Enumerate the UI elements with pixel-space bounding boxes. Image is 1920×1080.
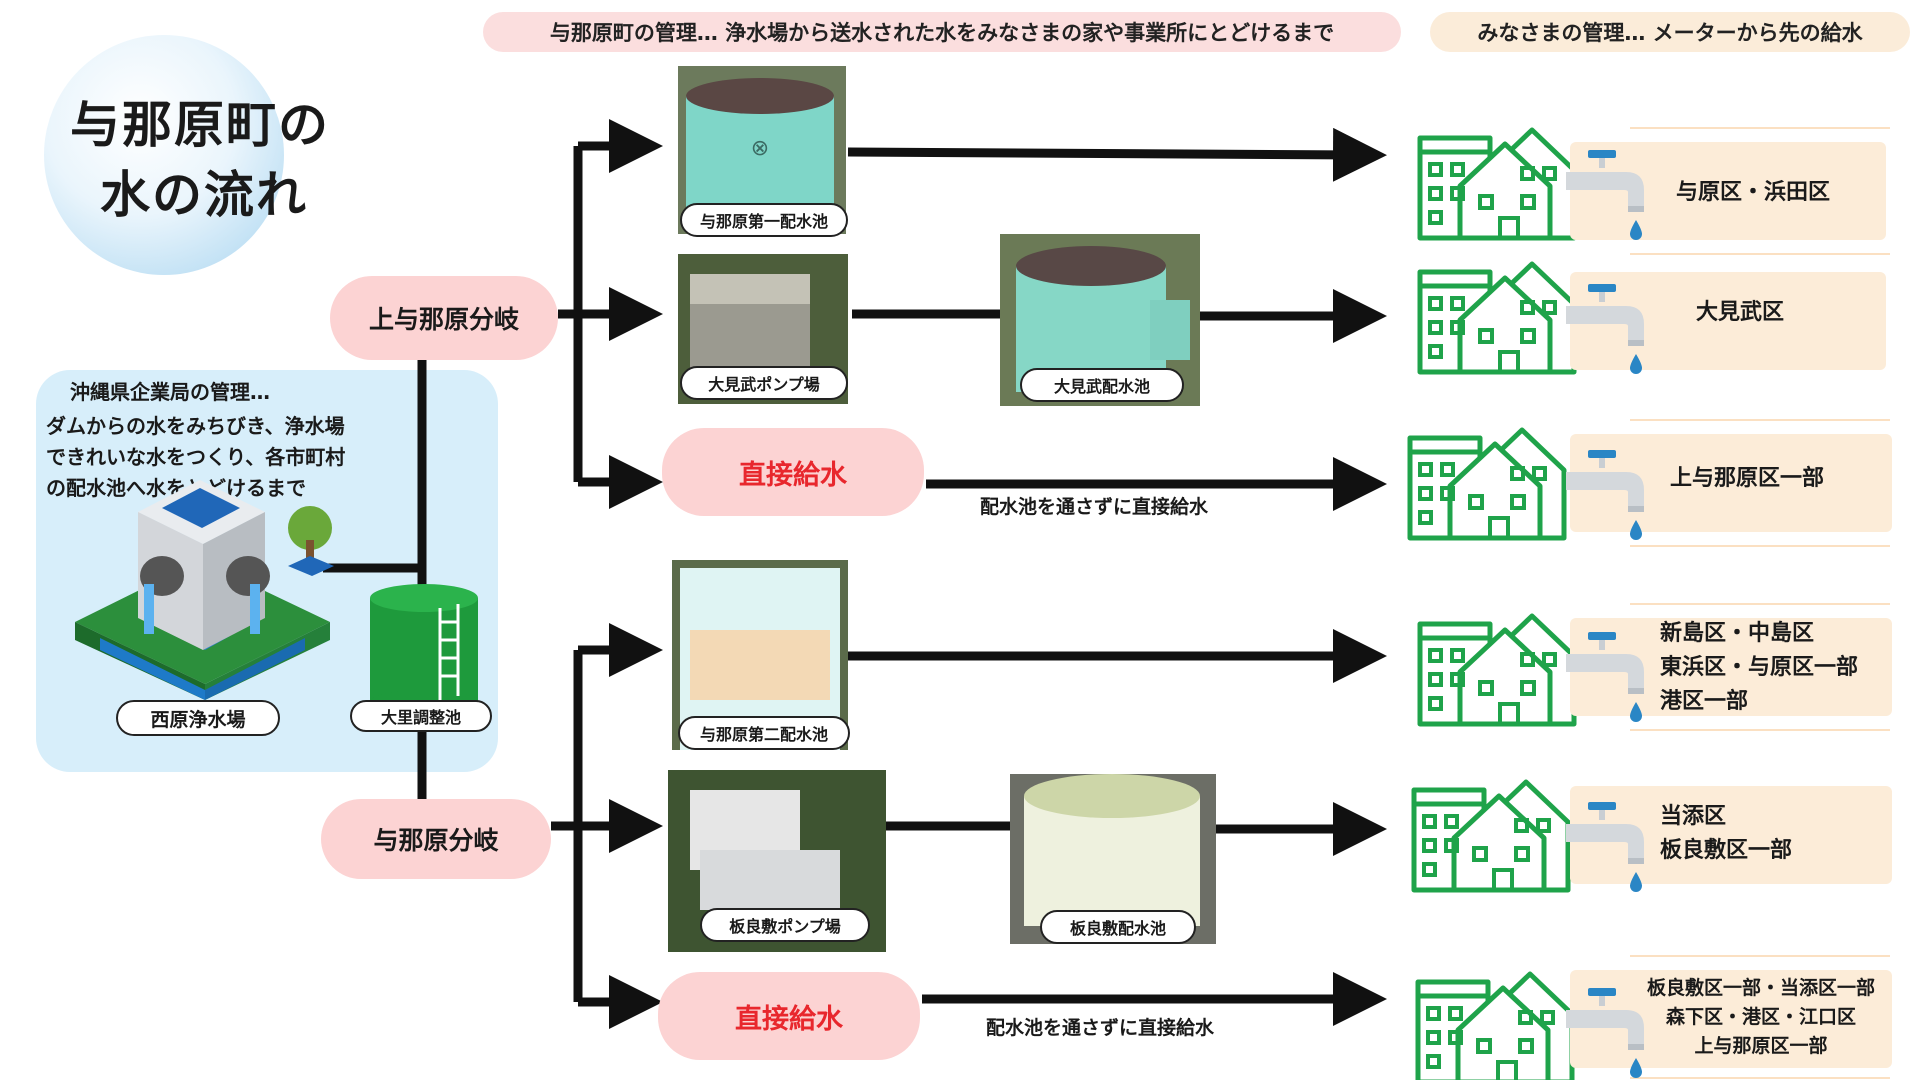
district-6-line-1: 板良敷区一部・当添区一部 <box>1646 977 1875 999</box>
district-5-line-2: 板良敷区一部 <box>1660 838 1793 863</box>
district-1: 与原区・浜田区 <box>1676 180 1831 205</box>
page-title-line-1: 与那原町の <box>70 95 330 154</box>
district-4-line-2: 東浜区・与原区一部 <box>1660 655 1859 680</box>
page-title-line-2: 水の流れ <box>100 165 308 224</box>
house-icon <box>1410 430 1564 538</box>
svg-text:⊗: ⊗ <box>751 136 769 161</box>
district-3: 上与那原区一部 <box>1670 466 1825 491</box>
omitake-reservoir-label: 大見武配水池 <box>1020 368 1184 402</box>
direct-supply-1: 直接給水 <box>662 428 924 516</box>
water-tank-icon <box>370 584 478 714</box>
purification-plant-icon <box>75 480 334 700</box>
house-icon <box>1420 264 1574 372</box>
enterprise-heading: 沖縄県企業局の管理… <box>70 380 270 404</box>
direct-note-2: 配水池を通さずに直接給水 <box>986 1017 1215 1039</box>
district-6-line-3: 上与那原区一部 <box>1694 1035 1828 1057</box>
district-2: 大見武区 <box>1696 300 1785 325</box>
omitake-pump-label: 大見武ポンプ場 <box>680 366 848 400</box>
title-bubble <box>44 35 284 275</box>
upper-branch: 上与那原分岐 <box>330 276 558 360</box>
itarashiki-reservoir-label: 板良敷配水池 <box>1040 910 1196 944</box>
plant-label: 西原浄水場 <box>116 700 280 736</box>
lower-branch: 与那原分岐 <box>321 799 551 879</box>
town-management-header: 与那原町の管理… 浄水場から送水された水をみなさまの家や事業所にとどけるまで <box>483 12 1401 52</box>
itarashiki-pump-label: 板良敷ポンプ場 <box>700 908 870 942</box>
direct-note-1: 配水池を通さずに直接給水 <box>980 496 1209 518</box>
yonabaru-1-label: 与那原第一配水池 <box>680 203 848 237</box>
district-6-line-2: 森下区・港区・江口区 <box>1665 1006 1856 1028</box>
house-icon <box>1420 130 1574 238</box>
direct-supply-2: 直接給水 <box>658 972 920 1060</box>
house-icon <box>1420 616 1574 724</box>
house-icon <box>1418 974 1572 1080</box>
district-5-line-1: 当添区 <box>1660 804 1727 829</box>
district-4-line-3: 港区一部 <box>1660 689 1749 714</box>
customer-management-header: みなさまの管理… メーターから先の給水 <box>1430 12 1910 52</box>
tank-label: 大里調整池 <box>350 700 492 732</box>
district-4-line-1: 新島区・中島区 <box>1660 621 1815 646</box>
yonabaru-2-label: 与那原第二配水池 <box>678 716 850 750</box>
house-icon <box>1414 782 1568 890</box>
enterprise-desc-1: ダムからの水をみちびき、浄水場 <box>46 414 345 438</box>
enterprise-desc-2: できれいな水をつくり、各市町村 <box>46 445 346 469</box>
